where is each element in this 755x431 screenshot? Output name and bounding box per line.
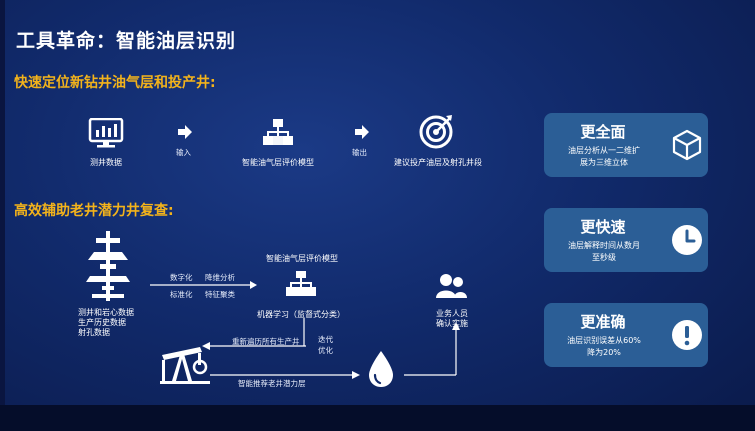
cube-icon [672,129,702,161]
left-edge-bar [0,0,5,431]
arrow-right-icon [355,125,369,139]
card-desc-line1: 油层识别误差从60% [567,336,641,345]
card-description: 油层分析从一二维扩 展为三维立体 [550,145,658,169]
oil-drop-icon [369,351,393,387]
hierarchy-icon [263,119,293,145]
recommend-old-label: 智能推荐老井潜力层 [238,379,306,388]
card-description: 油层识别误差从60% 降为20% [550,335,658,359]
card-faster: 更快速 油层解释时间从数月 至秒级 [544,208,708,272]
user-group-icon [436,274,467,298]
data-source-production: 生产历史数据 [78,318,126,327]
model-label: 智能油气层评价模型 [242,158,314,167]
card-desc-line2: 至秒级 [592,253,616,262]
bottom-bar [0,405,755,431]
arrow-right-icon [178,125,192,139]
iterate-line2: 优化 [318,346,333,355]
ml-label: 机器学习（监督式分类） [257,310,345,319]
card-accurate: 更准确 油层识别误差从60% 降为20% [544,303,708,367]
staff-label: 业务人员 [436,309,468,318]
card-desc-line2: 降为20% [587,348,621,357]
model-title-label: 智能油气层评价模型 [266,254,338,263]
digitize-label: 数字化 [170,273,193,282]
iterate-label: 迭代 优化 [318,334,333,356]
data-source-perforation: 射孔数据 [78,328,110,337]
exclamation-icon [672,320,702,350]
arrow-to-model [150,281,257,289]
card-description: 油层解释时间从数月 至秒级 [550,240,658,264]
iterate-line1: 迭代 [318,335,333,344]
standardize-label: 标准化 [170,290,193,299]
card-title: 更全面 [580,123,626,141]
output-label: 输出 [352,148,367,157]
input-label: 输入 [176,148,191,157]
section-heading-new-wells: 快速定位新钻井油气层和投产井: [14,75,216,91]
staff-confirm-label: 业务人员 确认实施 [424,309,480,329]
card-title: 更快速 [580,218,626,236]
clock-icon [672,225,702,255]
card-title: 更准确 [580,313,626,331]
reduce-label: 降维分析 [205,273,235,282]
target-icon [419,115,453,149]
page-title: 工具革命：智能油层识别 [16,30,237,52]
card-desc-line1: 油层解释时间从数月 [568,241,640,250]
recommend-label: 建议投产油层及射孔井段 [394,158,482,167]
data-sources-label: 测井和岩心数据 生产历史数据 射孔数据 [78,308,138,338]
card-comprehensive: 更全面 油层分析从一二维扩 展为三维立体 [544,113,708,177]
hierarchy-icon [286,271,316,296]
section-heading-old-wells: 高效辅助老井潜力井复查: [14,203,174,219]
card-desc-line2: 展为三维立体 [580,158,628,167]
monitor-chart-icon [88,118,124,148]
drilling-rig-icon [86,231,130,301]
logging-data-label: 测井数据 [90,158,122,167]
confirm-label: 确认实施 [436,319,468,328]
data-source-logging: 测井和岩心数据 [78,308,134,317]
pump-jack-icon [160,347,210,384]
reperform-label: 重新遍历所有生产井 [232,337,300,346]
card-desc-line1: 油层分析从一二维扩 [568,146,640,155]
cluster-label: 特征聚类 [205,290,235,299]
feedback-loop-arrows [202,318,460,379]
